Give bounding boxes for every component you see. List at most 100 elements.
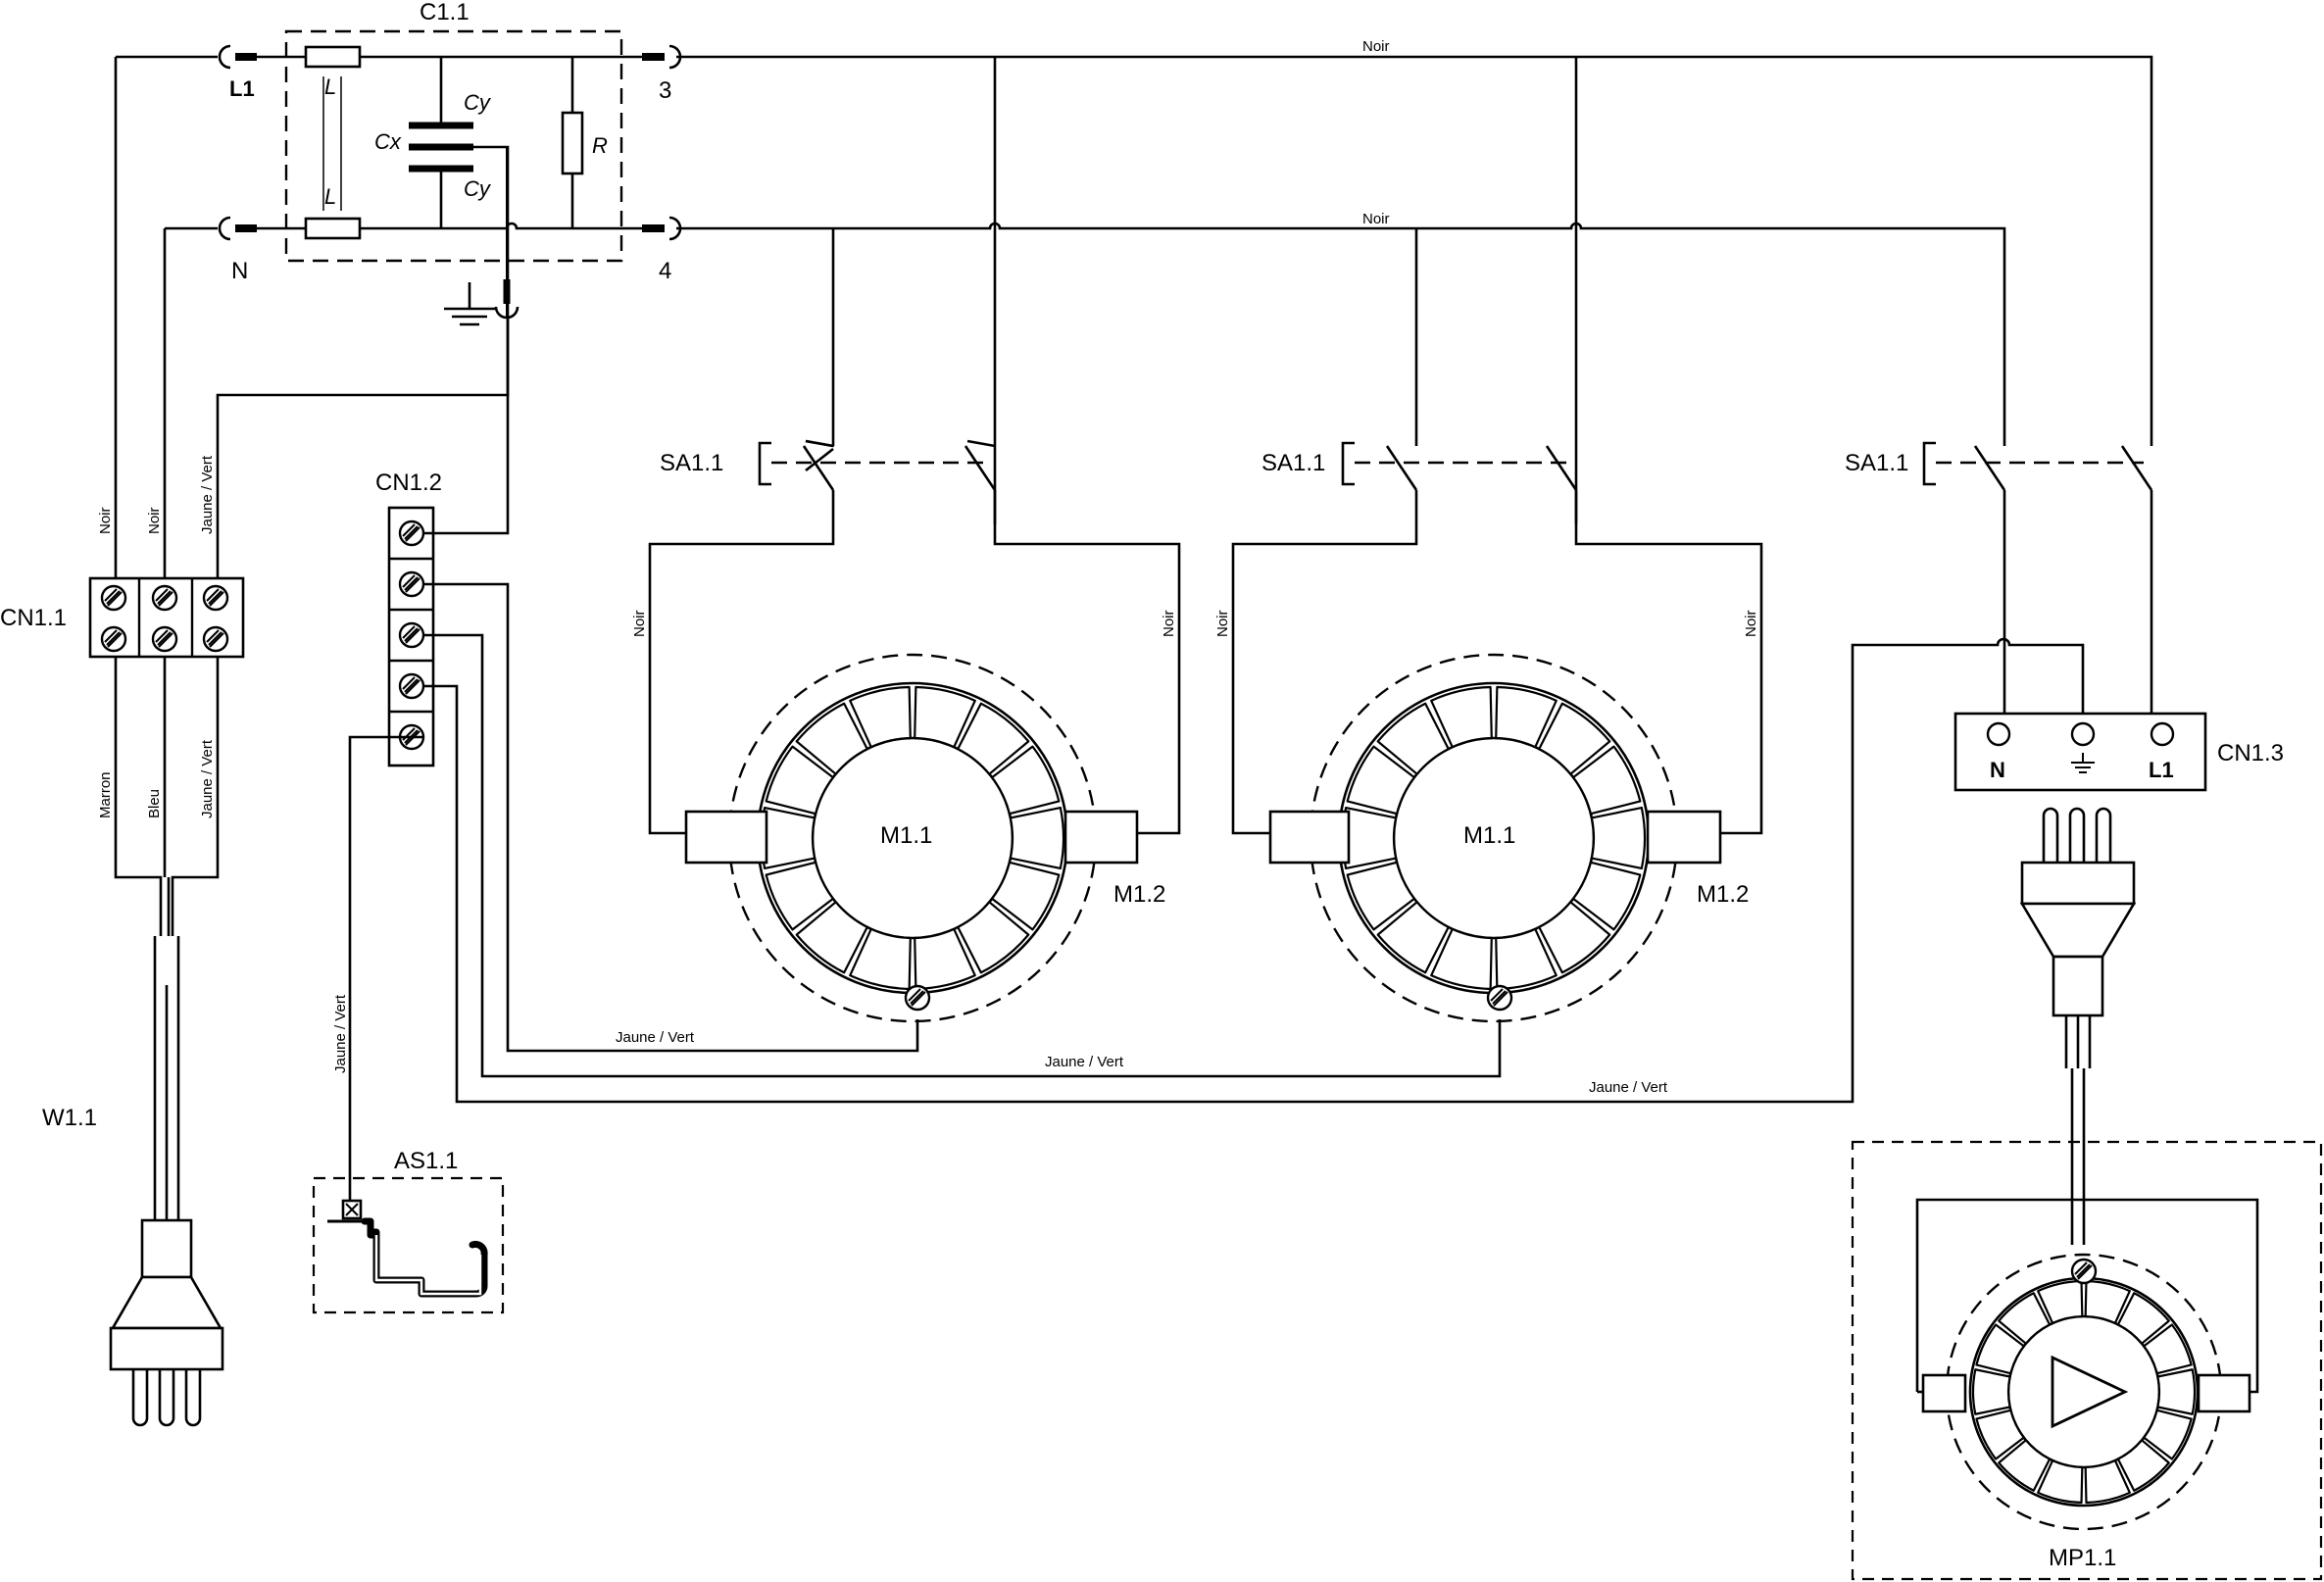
stator-segment [849,685,912,749]
wire-label-noir-m2-left: Noir [1214,610,1231,637]
main-line-l1 [116,55,2153,524]
stator-segment [957,702,1030,775]
stator-segment [795,702,868,775]
label-3: 3 [659,77,671,104]
stator-segment [1538,702,1611,775]
stator-segment [1538,901,1611,974]
stator-segment [1376,901,1450,974]
stator-segment [1572,861,1642,931]
unit-2 [1231,441,1763,1023]
label-l1: L1 [229,76,255,101]
terminal-block-cn1-1 [88,576,245,659]
label-m1-1-a: M1.1 [880,822,932,849]
filter-c1-1 [284,29,642,319]
main-line-n [165,222,2006,446]
label-sa1-1-b: SA1.1 [1261,450,1325,476]
labels: C1.1 L1 N 3 4 L L Cx Cy Cy R CN1.2 CN1.1… [0,0,2284,1571]
stator-segment [1590,806,1647,870]
ground-icon [444,282,495,326]
stator-segment [2037,1458,2084,1505]
label-cn1-2: CN1.2 [375,470,442,496]
stator-segment [2037,1279,2084,1325]
label-l-top: L [324,74,336,99]
stator-segment [991,745,1061,816]
label-sa1-1-c: SA1.1 [1845,450,1908,476]
wire-label-noir-cn-2: Noir [146,507,163,534]
stator-segment [2116,1292,2170,1345]
wire-label-noir-m2-right: Noir [1743,610,1759,637]
label-w1-1: W1.1 [42,1105,97,1131]
stator-segment [991,861,1061,931]
stator-segment [2084,1458,2131,1505]
pump-stator [1971,1279,2197,1505]
wire-label-jv-cable: Jaune / Vert [199,739,216,818]
label-cn1-1: CN1.1 [0,605,67,631]
stator-segment [1975,1323,2025,1375]
stator-segment [1376,702,1450,775]
socket-cn1-3 [1953,712,2207,792]
label-sa1-1-a: SA1.1 [660,450,723,476]
label-r: R [592,133,608,158]
terminal-block-cn1-2 [387,506,435,767]
pump-plug [2019,807,2137,1245]
feed-wires [114,57,510,578]
label-cy-top: Cy [464,90,492,115]
ground-wires [348,319,2085,1208]
stator-segment [914,685,976,749]
label-c1-1: C1.1 [420,0,470,25]
label-m1-2-b: M1.2 [1697,881,1749,908]
label-cy-bottom: Cy [464,176,492,201]
plug-l1-in [218,44,306,70]
wire-label-jv-3: Jaune / Vert [1589,1079,1668,1096]
unit-1 [648,439,1181,1023]
stator-segment [2156,1368,2197,1415]
stator-segment [765,861,834,931]
stator-segment [1971,1368,2011,1415]
stator-segment [1346,745,1415,816]
wire-label-bleu: Bleu [146,789,163,818]
stator-segment [1975,1409,2025,1460]
stator-segment [1495,685,1558,749]
wire-label-jv-1: Jaune / Vert [616,1029,695,1046]
stator-segment [2116,1439,2170,1492]
label-socket-n: N [1990,758,2005,782]
stator-segment [1346,861,1415,931]
stator-segment [1998,1292,2052,1345]
wire-label-marron: Marron [97,771,114,818]
label-as1-1: AS1.1 [394,1148,458,1174]
cable-w1-1 [114,657,220,1220]
wire-label-noir-cn-1: Noir [97,507,114,534]
plug-n-in [218,216,306,241]
wire-label-jv-2: Jaune / Vert [1045,1054,1124,1070]
wire-label-jv-as: Jaune / Vert [332,994,349,1073]
stator-segment [849,927,912,991]
wire-label-noir-n: Noir [1362,211,1390,227]
stator-segment [1009,806,1065,870]
stator-segment [760,806,816,870]
label-mp1-1: MP1.1 [2049,1545,2116,1571]
label-m1-2-a: M1.2 [1113,881,1165,908]
label-socket-l1: L1 [2149,758,2174,782]
stator-segment [765,745,834,816]
wire-label-noir-l1: Noir [1362,38,1390,55]
stator-segment [957,901,1030,974]
component-as1-1 [312,1176,505,1314]
stator-segment [1430,685,1493,749]
plug-4-out [642,216,682,241]
label-cx: Cx [374,129,402,154]
stator-segment [1430,927,1493,991]
mains-plug-w1-1 [109,1218,224,1427]
stator-segment [1998,1439,2052,1492]
stator-segment [2143,1409,2193,1460]
stator-segment [795,901,868,974]
stator-segment [2143,1323,2193,1375]
wire-label-jv-cn-3: Jaune / Vert [199,455,216,534]
label-l-bottom: L [324,184,336,209]
label-n: N [231,258,248,284]
pump-mp1-1 [1851,1140,2323,1581]
label-m1-1-b: M1.1 [1463,822,1515,849]
label-cn1-3: CN1.3 [2217,740,2284,766]
wire-label-noir-m1-left: Noir [631,610,648,637]
stator-segment [1572,745,1642,816]
